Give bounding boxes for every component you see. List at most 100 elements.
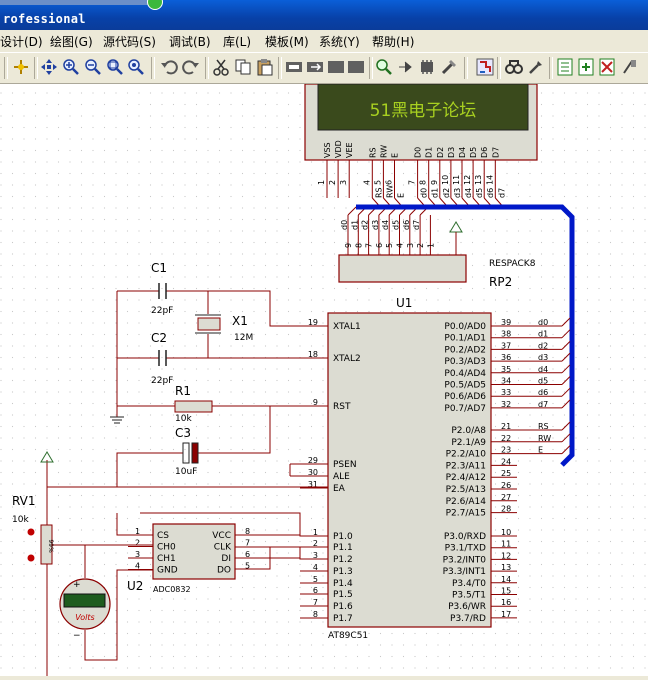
- u1-pin-number: 13: [501, 563, 511, 572]
- paste-icon[interactable]: [256, 58, 274, 76]
- u1-pin-name: XTAL2: [333, 354, 361, 364]
- u1-net-label: RW: [538, 434, 551, 443]
- u2-pin-number: 1: [135, 527, 140, 536]
- u1-pin-name: P3.6/WR: [448, 602, 486, 612]
- undo-icon[interactable]: [160, 58, 178, 76]
- lcd-pin-number: 8: [419, 180, 428, 185]
- zoom-area-icon[interactable]: [106, 58, 124, 76]
- rv1-potentiometer[interactable]: [27, 512, 328, 661]
- property-tool-icon[interactable]: [527, 58, 545, 76]
- u1-pin-number: 15: [501, 587, 511, 596]
- rp2-pin-number: 5: [385, 243, 394, 248]
- delete-sheet-icon[interactable]: [598, 58, 616, 76]
- menu-bar: 设计(D) 绘图(G) 源代码(S) 调试(B) 库(L) 模板(M) 系统(Y…: [0, 30, 648, 53]
- u1-pin-number: 3: [313, 551, 318, 560]
- lcd-pin-number: 3: [339, 180, 348, 185]
- u1-pin-number: 37: [501, 341, 511, 350]
- title-bar: rofessional: [0, 0, 648, 30]
- zoom-all-icon[interactable]: [127, 58, 145, 76]
- u1-pin-name: P0.5/AD5: [444, 381, 486, 391]
- u1-pin-number: 12: [501, 551, 511, 560]
- zoom-in-icon[interactable]: [62, 58, 80, 76]
- block-copy-icon[interactable]: [285, 58, 303, 76]
- zoom-out-icon[interactable]: [84, 58, 102, 76]
- u1-pin-number: 2: [313, 539, 318, 548]
- u1-pin-name: P1.2: [333, 555, 353, 565]
- add-component-icon[interactable]: [12, 58, 30, 76]
- menu-draw[interactable]: 绘图(G): [50, 35, 93, 49]
- rv1-body: 99%: [47, 539, 54, 553]
- menu-system[interactable]: 系统(Y): [319, 35, 360, 49]
- lcd-pin-name: D0: [414, 147, 423, 158]
- make-device-icon[interactable]: [397, 58, 415, 76]
- u1-microcontroller[interactable]: U1 AT89C51 XTAL119XTAL218RST9PSEN29ALE30…: [300, 296, 571, 641]
- u1-pin-name: P2.2/A10: [446, 450, 487, 460]
- lcd-module[interactable]: 51黑电子论坛 VSS1VDD2VEE3RS4RSRW5RWE6ED07d0D1…: [304, 83, 538, 208]
- toolbar-separator: [497, 57, 501, 79]
- u2-pin-name: DO: [217, 566, 231, 576]
- u1-net-label: d2: [538, 341, 548, 350]
- block-delete-icon[interactable]: [347, 58, 365, 76]
- lcd-net-label: d1: [431, 188, 440, 198]
- oscillator-circuit[interactable]: [40, 283, 328, 676]
- lcd-pin-name: D5: [469, 147, 478, 158]
- package-tool-icon[interactable]: [418, 58, 436, 76]
- u1-pin-name: P0.4/AD4: [444, 369, 486, 379]
- menu-design[interactable]: 设计(D): [0, 35, 43, 49]
- cut-icon[interactable]: [212, 58, 230, 76]
- lcd-net-label: d2: [442, 188, 451, 198]
- voltmeter[interactable]: Volts + −: [59, 578, 111, 641]
- lcd-pin-name: D4: [458, 147, 467, 158]
- lcd-pin-name: D1: [425, 147, 434, 158]
- rv1-ref: RV1: [12, 494, 36, 508]
- r1-ref: R1: [175, 384, 191, 398]
- toolbar-separator: [34, 57, 38, 79]
- rp2-pin-number: 4: [396, 243, 405, 248]
- menu-debug[interactable]: 调试(B): [169, 35, 211, 49]
- u1-pin-number: 33: [501, 388, 511, 397]
- lcd-pin-name: D2: [436, 147, 445, 158]
- new-sheet-icon[interactable]: [577, 58, 595, 76]
- wire-autoroute-icon[interactable]: [476, 58, 494, 76]
- u2-pin-name: VCC: [212, 531, 231, 541]
- u1-pin-name: P3.0/RXD: [444, 532, 486, 542]
- menu-library[interactable]: 库(L): [223, 35, 252, 49]
- block-rotate-icon[interactable]: [327, 58, 345, 76]
- c2-value: 22pF: [151, 376, 173, 386]
- menu-help[interactable]: 帮助(H): [372, 35, 415, 49]
- decompose-icon[interactable]: [440, 58, 458, 76]
- move-icon[interactable]: [40, 58, 58, 76]
- pick-device-icon[interactable]: [375, 58, 393, 76]
- schematic-drawing[interactable]: 51黑电子论坛 VSS1VDD2VEE3RS4RSRW5RWE6ED07d0D1…: [0, 83, 648, 676]
- search-icon[interactable]: [505, 58, 523, 76]
- u2-pin-number: 2: [135, 539, 140, 548]
- toolbar-separator: [205, 57, 209, 79]
- lcd-pin-name: VEE: [345, 142, 354, 158]
- menu-template[interactable]: 模板(M): [265, 35, 309, 49]
- u1-pin-name: P2.7/A15: [446, 509, 486, 519]
- rp2-net-label: d5: [392, 220, 401, 230]
- data-bus[interactable]: [356, 204, 575, 467]
- u2-ref: U2: [127, 579, 143, 593]
- menu-source[interactable]: 源代码(S): [103, 35, 156, 49]
- u1-pin-number: 28: [501, 505, 511, 514]
- lcd-pin-name: D3: [447, 147, 456, 158]
- u1-net-label: E: [538, 446, 543, 455]
- u1-pin-name: P3.3/INT1: [443, 567, 486, 577]
- lcd-pin-name: VDD: [334, 140, 343, 158]
- lcd-net-label: RS: [374, 187, 383, 198]
- c1-value: 22pF: [151, 306, 173, 316]
- netlist-icon[interactable]: [620, 58, 638, 76]
- design-explorer-icon[interactable]: [556, 58, 574, 76]
- u2-pin-name: CH1: [157, 554, 176, 564]
- toolbar: [0, 53, 648, 84]
- copy-icon[interactable]: [234, 58, 252, 76]
- block-move-icon[interactable]: [306, 58, 324, 76]
- u2-pin-number: 6: [245, 550, 250, 559]
- u1-pin-number: 25: [501, 469, 511, 478]
- u1-pin-number: 1: [313, 528, 318, 537]
- redo-icon[interactable]: [182, 58, 200, 76]
